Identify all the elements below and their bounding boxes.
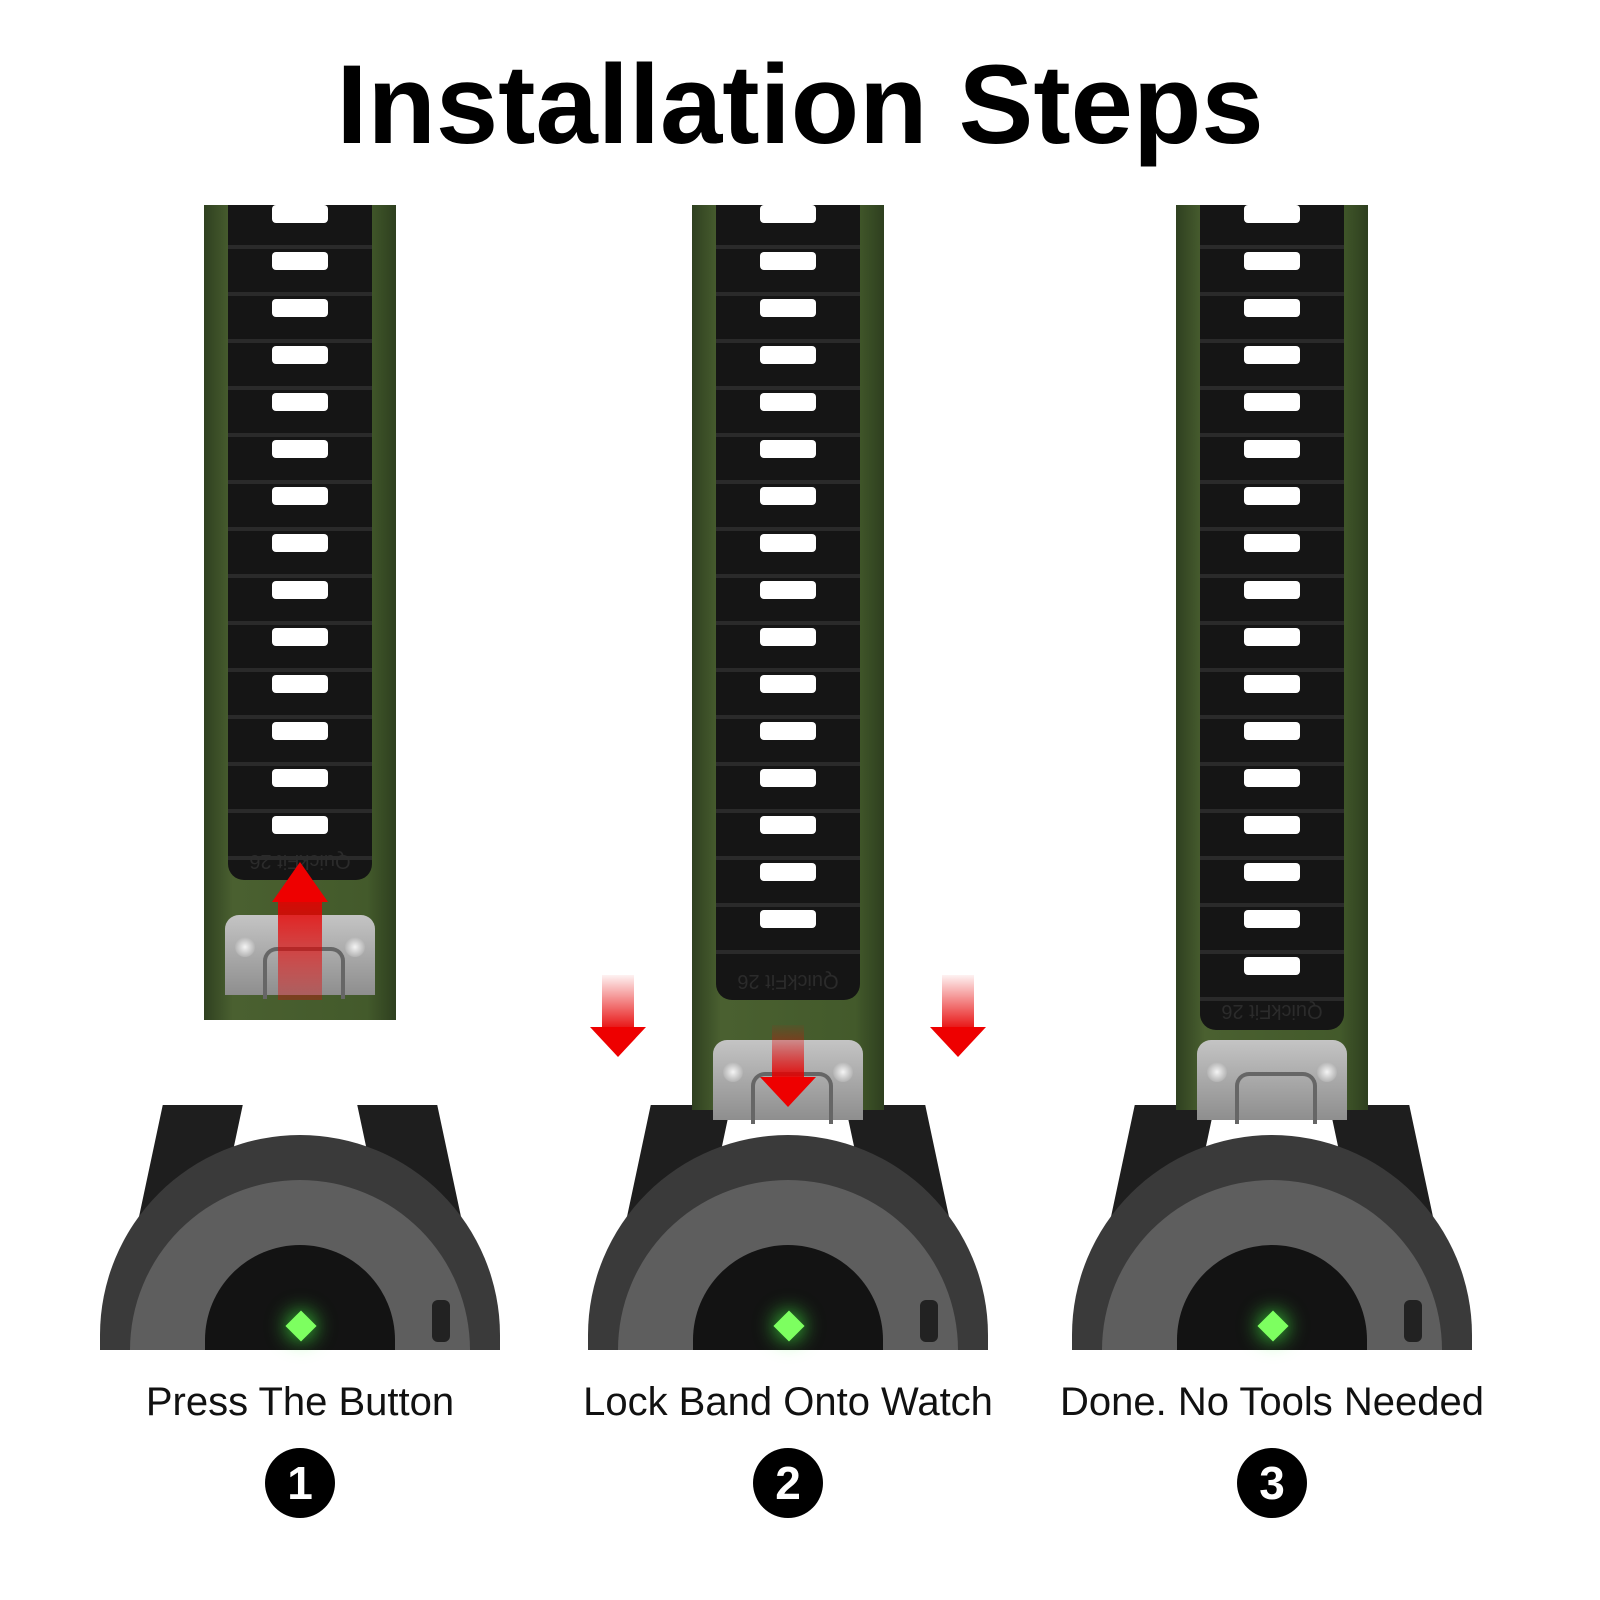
band-hole xyxy=(1244,675,1300,693)
step-number-badge: 2 xyxy=(753,1448,823,1518)
band-hole xyxy=(272,346,328,364)
band-hole xyxy=(760,393,816,411)
band-hole xyxy=(272,534,328,552)
band-hole xyxy=(760,722,816,740)
step-1: QuickFit 26 Press The Button 1 xyxy=(60,0,540,1600)
watch-band: QuickFit 26 xyxy=(1176,205,1368,1124)
band-hole xyxy=(1244,957,1300,975)
band-hole xyxy=(1244,299,1300,317)
band-hole xyxy=(272,675,328,693)
step-number-badge: 1 xyxy=(265,1448,335,1518)
band-hole xyxy=(760,863,816,881)
band-hole xyxy=(272,628,328,646)
band-hole xyxy=(272,252,328,270)
band-hole xyxy=(1244,440,1300,458)
band-hole xyxy=(272,393,328,411)
arrow-up-icon xyxy=(278,900,322,1000)
band-hole xyxy=(1244,346,1300,364)
band-hole xyxy=(272,722,328,740)
band-hole xyxy=(1244,769,1300,787)
band-hole xyxy=(272,816,328,834)
band-hole xyxy=(760,628,816,646)
band-hole xyxy=(272,205,328,223)
band-hole xyxy=(1244,393,1300,411)
arrow-down-icon xyxy=(772,1025,804,1080)
step-caption: Press The Button xyxy=(145,1380,455,1424)
band-hole xyxy=(1244,628,1300,646)
band-hole xyxy=(1244,816,1300,834)
band-hole xyxy=(760,205,816,223)
step-number-badge: 3 xyxy=(1237,1448,1307,1518)
band-hole xyxy=(760,675,816,693)
band-hole xyxy=(1244,205,1300,223)
band-logo: QuickFit 26 xyxy=(1221,1000,1323,1022)
step-caption: Lock Band Onto Watch xyxy=(583,1380,993,1424)
watch-image xyxy=(568,1105,1008,1350)
band-hole xyxy=(760,487,816,505)
band-hole xyxy=(1244,581,1300,599)
band-hole xyxy=(1244,534,1300,552)
step-caption: Done. No Tools Needed xyxy=(1060,1380,1484,1424)
arrow-down-icon xyxy=(942,975,974,1030)
step-3: QuickFit 26 Done. No Tools Needed 3 xyxy=(1032,0,1512,1600)
arrow-down-icon xyxy=(602,975,634,1030)
band-hole xyxy=(760,346,816,364)
band-hole xyxy=(760,816,816,834)
band-hole xyxy=(1244,863,1300,881)
step-2: QuickFit 26 Lock Band Onto Watch 2 xyxy=(548,0,1028,1600)
watch-image xyxy=(80,1105,520,1350)
band-hole xyxy=(760,299,816,317)
band-hole xyxy=(760,534,816,552)
band-hole xyxy=(272,487,328,505)
band-hole xyxy=(272,769,328,787)
quick-release-clasp[interactable] xyxy=(1197,1040,1347,1124)
band-hole xyxy=(760,440,816,458)
band-hole xyxy=(272,440,328,458)
band-hole xyxy=(1244,910,1300,928)
band-hole xyxy=(272,581,328,599)
band-hole xyxy=(760,910,816,928)
band-hole xyxy=(760,581,816,599)
band-hole xyxy=(1244,487,1300,505)
band-hole xyxy=(272,299,328,317)
page-title: Installation Steps xyxy=(336,42,1264,167)
band-hole xyxy=(760,769,816,787)
band-hole xyxy=(1244,722,1300,740)
band-hole xyxy=(1244,252,1300,270)
band-hole xyxy=(760,252,816,270)
band-logo: QuickFit 26 xyxy=(737,970,839,992)
watch-band: QuickFit 26 xyxy=(692,205,884,1124)
watch-image xyxy=(1052,1105,1492,1350)
